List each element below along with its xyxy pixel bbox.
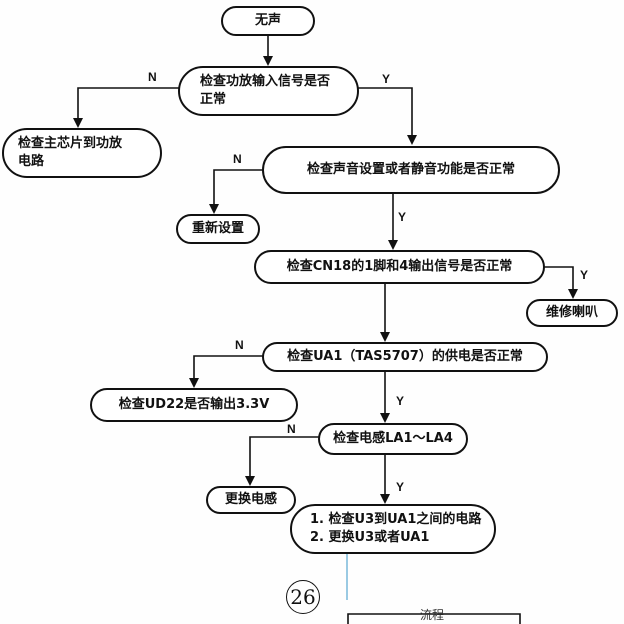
replace-inductor-label: 更换电感: [224, 492, 277, 507]
check-ua1-power-node: 检查UA1（TAS5707）的供电是否正常: [262, 342, 548, 372]
edge-label-amp-yes: Y: [382, 72, 391, 86]
edge-cn18-yes: [543, 266, 578, 299]
check-mute-label: 检查声音设置或者静音功能是否正常: [306, 162, 515, 177]
edge-label-ua1-yes: Y: [396, 394, 405, 408]
repair-speaker-node: 维修喇叭: [526, 299, 618, 327]
start-node-label: 无声: [254, 13, 281, 28]
check-cn18-node: 检查CN18的1脚和4输出信号是否正常: [254, 250, 545, 284]
bottom-partial-box: [347, 613, 521, 624]
check-amp-input-node: 检查功放输入信号是否 正常: [178, 66, 359, 116]
check-main-chip-node: 检查主芯片到功放 电路: [2, 128, 162, 178]
check-inductor-node: 检查电感LA1～LA4: [318, 423, 468, 455]
edge-inductor-no: [245, 436, 320, 486]
final-check-line2: 2. 更换U3或者UA1: [310, 530, 430, 545]
edge-label-cn18-yes: Y: [580, 268, 589, 282]
edge-mute-no: [209, 169, 264, 214]
check-amp-input-line1: 检查功放输入信号是否: [200, 74, 331, 89]
check-ud22-node: 检查UD22是否输出3.3V: [90, 388, 298, 422]
check-cn18-label: 检查CN18的1脚和4输出信号是否正常: [286, 259, 513, 274]
edge-amp-yes: [357, 87, 417, 145]
edge-label-mute-no: N: [233, 152, 242, 166]
edge-label-inductor-no: N: [287, 422, 296, 436]
edge-amp-no: [73, 87, 180, 128]
check-ua1-power-label: 检查UA1（TAS5707）的供电是否正常: [287, 349, 523, 364]
final-check-line1: 1. 检查U3到UA1之间的电路: [310, 512, 482, 527]
replace-inductor-node: 更换电感: [206, 486, 296, 514]
edge-label-ua1-no: N: [235, 338, 244, 352]
page-number-text: 26: [290, 585, 316, 609]
edge-label-inductor-yes: Y: [396, 480, 405, 494]
check-inductor-label: 检查电感LA1～LA4: [333, 431, 453, 446]
start-node: 无声: [221, 6, 315, 36]
cut-off-text: 流程: [420, 608, 445, 622]
repair-speaker-label: 维修喇叭: [545, 305, 598, 320]
check-mute-node: 检查声音设置或者静音功能是否正常: [262, 146, 560, 194]
check-ud22-label: 检查UD22是否输出3.3V: [118, 397, 270, 412]
edge-label-amp-no: N: [148, 70, 157, 84]
check-main-chip-line2: 电路: [18, 154, 45, 169]
final-check-node: 1. 检查U3到UA1之间的电路 2. 更换U3或者UA1: [290, 504, 496, 554]
page-number: 26: [286, 580, 320, 614]
reset-node: 重新设置: [176, 214, 260, 244]
edge-ua1-no: [189, 355, 264, 388]
check-main-chip-line1: 检查主芯片到功放: [18, 136, 123, 151]
edge-label-mute-yes: Y: [398, 210, 407, 224]
check-amp-input-line2: 正常: [200, 92, 227, 107]
reset-label: 重新设置: [191, 221, 244, 236]
